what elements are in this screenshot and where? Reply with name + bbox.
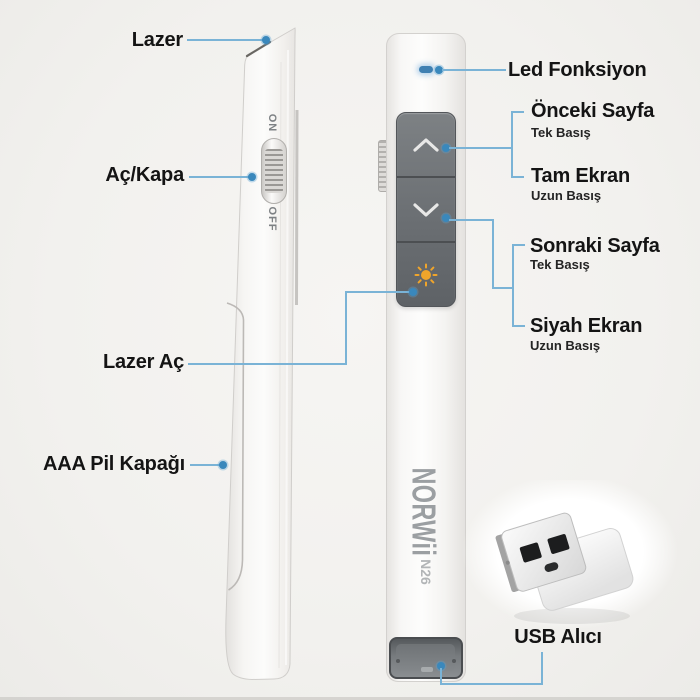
usb-slot: [544, 562, 559, 572]
usb-contact-window-right: [547, 534, 570, 554]
pocket-clip: [295, 109, 299, 306]
connector-usb-h: [440, 683, 543, 685]
led-indicator: [419, 66, 433, 73]
connector-dot-usb: [437, 662, 445, 670]
power-switch-ridges: [265, 149, 283, 193]
usb-storage-cap-notch: [421, 667, 433, 672]
next-page-button: [397, 176, 455, 241]
battery-cover-outline: [226, 302, 245, 591]
connector-up-h: [449, 147, 512, 149]
connector-lazer-ac-h2: [345, 291, 411, 293]
switch-off-label: OFF: [266, 206, 278, 232]
callout-usb-alici: USB Alıcı: [514, 626, 602, 648]
callout-onceki-sayfa-sub: Tek Basış: [531, 125, 591, 140]
callout-tam-ekran: Tam Ekran: [531, 165, 630, 187]
usb-receiver: [462, 480, 678, 630]
laser-button: [397, 241, 455, 306]
callout-siyah-ekran-sub: Uzun Basış: [530, 338, 601, 353]
switch-on-label: ON: [266, 113, 278, 133]
connector-lazer: [187, 39, 264, 41]
connector-aaa-pil: [190, 464, 221, 466]
image-bottom-edge: [0, 697, 700, 700]
connector-lazer-ac-h1: [188, 363, 347, 365]
connector-dot-up-button: [442, 144, 450, 152]
connector-down-h1: [449, 219, 494, 221]
connector-usb-v2: [541, 652, 543, 685]
bracket-up-v: [511, 111, 513, 178]
brand-logo: NORWii: [405, 467, 443, 557]
button-panel: [396, 112, 456, 307]
previous-page-button: [397, 113, 455, 176]
callout-lazer: Lazer: [131, 29, 183, 51]
bracket-down-stub-top: [512, 244, 525, 246]
callout-aaa-pil: AAA Pil Kapağı: [42, 453, 185, 475]
bracket-up-stub-top: [511, 111, 524, 113]
connector-usb-v1: [440, 668, 442, 685]
bracket-up-stub-bottom: [511, 176, 524, 178]
connector-down-v: [492, 219, 494, 289]
model-number: N26: [418, 559, 434, 585]
callout-siyah-ekran: Siyah Ekran: [530, 315, 643, 337]
connector-dot-aaa-pil: [219, 461, 227, 469]
sun-icon: [414, 263, 438, 286]
connector-dot-ac-kapa: [248, 173, 256, 181]
usb-shadow: [514, 608, 630, 624]
usb-contact-window-left: [519, 542, 542, 563]
bracket-down-stub-bottom: [512, 325, 525, 327]
connector-led: [442, 69, 506, 71]
chevron-up-icon: [413, 137, 439, 152]
callout-onceki-sayfa: Önceki Sayfa: [531, 100, 655, 122]
connector-down-h2: [492, 287, 514, 289]
connector-dot-down-button: [442, 214, 450, 222]
chevron-down-icon: [413, 202, 439, 217]
usb-storage-cap-inner: [396, 644, 455, 671]
cap-screw-right: [452, 659, 456, 663]
connector-dot-lazer-ac: [409, 288, 417, 296]
usb-storage-cap: [389, 637, 463, 679]
laser-aperture: [245, 40, 272, 58]
callout-lazer-ac: Lazer Aç: [102, 351, 184, 373]
callout-led-fonksiyon: Led Fonksiyon: [508, 59, 647, 81]
usb-pinhole: [505, 560, 510, 565]
presenter-side-view: [225, 27, 299, 681]
connector-dot-led: [435, 66, 443, 74]
connector-dot-lazer: [262, 36, 270, 44]
callout-ac-kapa: Aç/Kapa: [105, 164, 184, 186]
callout-tam-ekran-sub: Uzun Basış: [531, 188, 602, 203]
callout-sonraki-sayfa-sub: Tek Basış: [530, 257, 590, 272]
edge-highlight: [285, 49, 289, 666]
callout-sonraki-sayfa: Sonraki Sayfa: [530, 235, 660, 257]
cap-screw-left: [396, 659, 400, 663]
connector-lazer-ac-v: [345, 291, 347, 365]
connector-ac-kapa: [189, 176, 250, 178]
bracket-down-v: [512, 244, 514, 327]
